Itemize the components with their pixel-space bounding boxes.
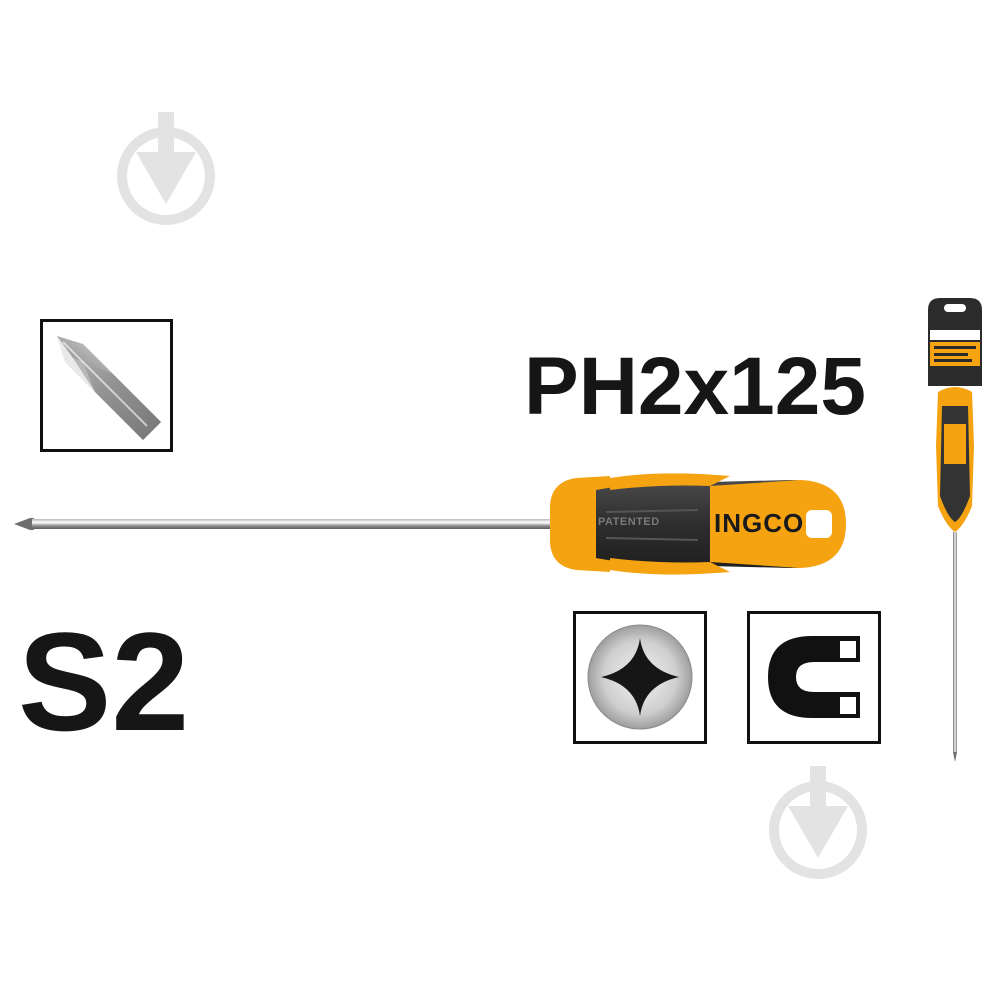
magnetic-box — [747, 611, 881, 744]
model-code: PH2x125 — [524, 341, 866, 432]
watermark-top-icon — [117, 112, 215, 225]
phillips-tip-closeup-icon — [57, 336, 161, 440]
magnet-icon — [768, 636, 860, 718]
material-grade: S2 — [18, 603, 190, 760]
tip-closeup-box — [40, 319, 173, 452]
brand-logo: INGCO — [714, 508, 805, 538]
handle-marking: PATENTED — [598, 516, 660, 528]
screwdriver-main-image: PATENTED INGCO — [10, 472, 850, 576]
phillips-cross-head-icon — [587, 624, 693, 730]
phillips-head-box — [573, 611, 707, 744]
packaged-screwdriver-image — [920, 296, 990, 766]
watermark-bottom-icon — [769, 766, 867, 879]
